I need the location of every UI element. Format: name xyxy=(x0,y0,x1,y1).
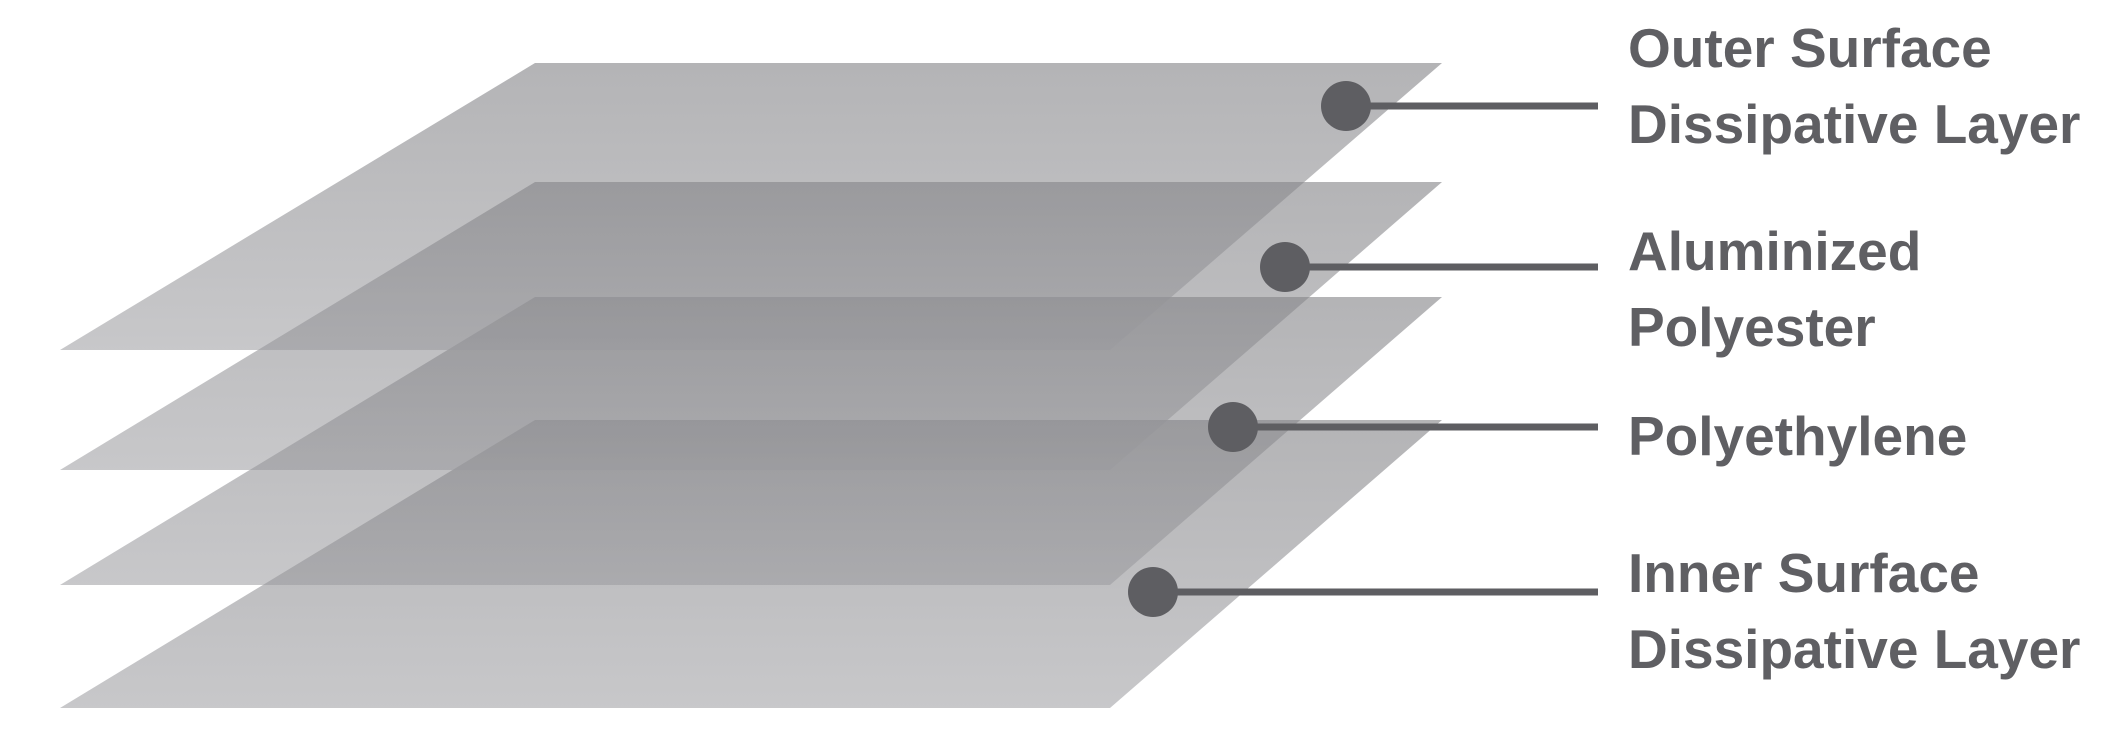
layer-sheets xyxy=(60,63,1442,708)
label-aluminized-line1: Aluminized xyxy=(1628,220,1921,282)
label-inner-line1: Inner Surface xyxy=(1628,542,1980,604)
label-polyethylene: Polyethylene xyxy=(1628,405,1967,467)
label-aluminized-line2: Polyester xyxy=(1628,296,1876,358)
sheet-outer xyxy=(60,63,1442,350)
callout-dot-polyethylene xyxy=(1208,402,1258,452)
callout-outer xyxy=(1321,81,1598,131)
callout-dot-aluminized xyxy=(1260,242,1310,292)
label-inner-line2: Dissipative Layer xyxy=(1628,618,2080,680)
callout-polyethylene xyxy=(1208,402,1598,452)
label-outer-line2: Dissipative Layer xyxy=(1628,93,2080,155)
callout-dot-outer xyxy=(1321,81,1371,131)
callouts xyxy=(1128,81,1598,617)
label-outer-line1: Outer Surface xyxy=(1628,17,1992,79)
callout-inner xyxy=(1128,567,1598,617)
callout-aluminized xyxy=(1260,242,1598,292)
labels: Outer Surface Dissipative Layer Aluminiz… xyxy=(1628,17,2080,680)
callout-dot-inner xyxy=(1128,567,1178,617)
